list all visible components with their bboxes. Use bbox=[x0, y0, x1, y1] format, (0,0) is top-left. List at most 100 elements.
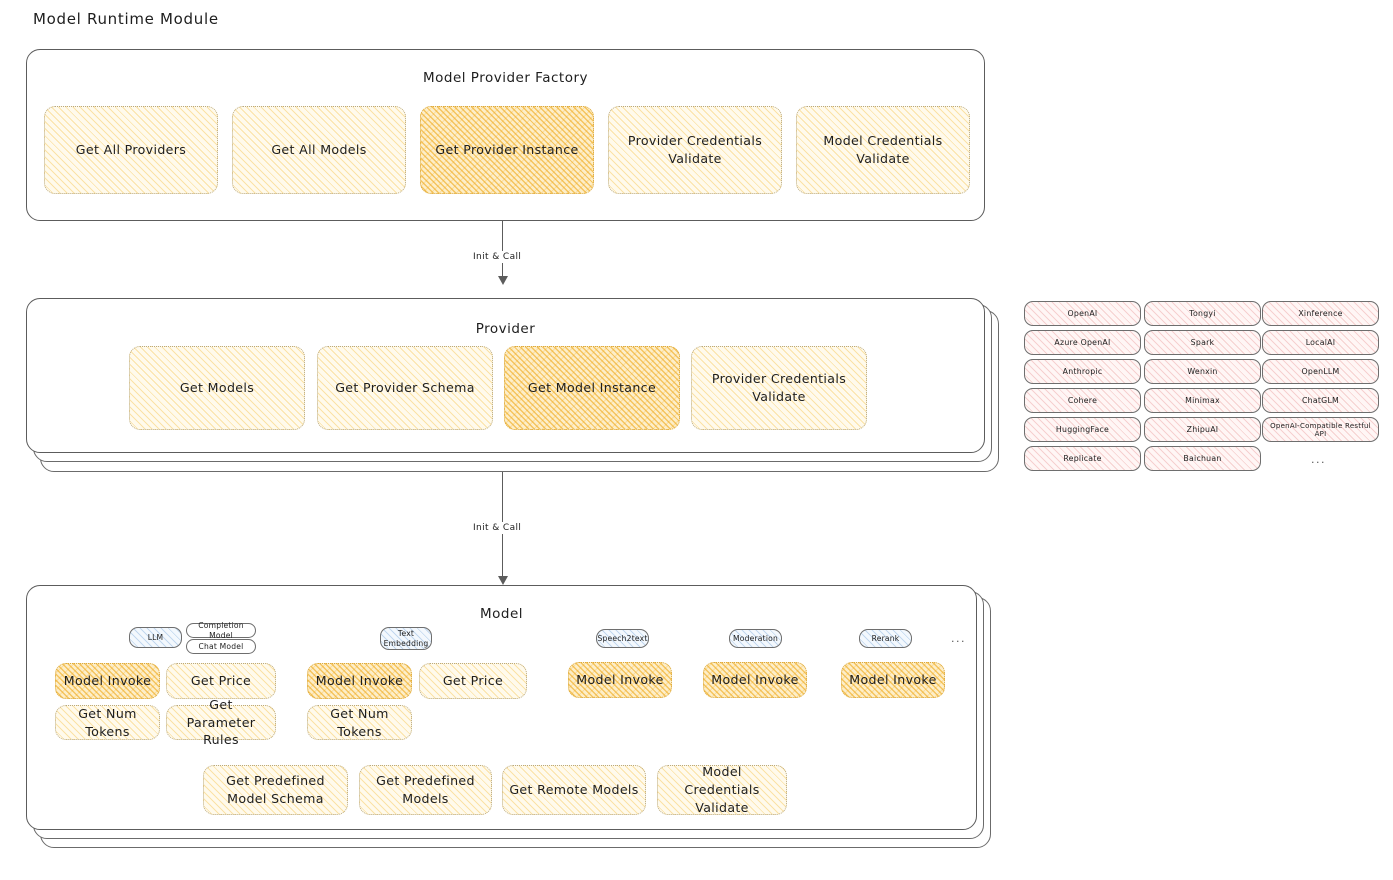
provider-chip-replicate[interactable]: Replicate bbox=[1024, 446, 1141, 471]
method-label: Get Predefined Models bbox=[376, 773, 475, 806]
model-type-pill-text-embedding[interactable]: Text Embedding bbox=[380, 627, 432, 650]
provider-chip-label: Azure OpenAI bbox=[1054, 338, 1111, 347]
provider-chip-openllm[interactable]: OpenLLM bbox=[1262, 359, 1379, 384]
method-label: Model Invoke bbox=[711, 672, 799, 688]
factory-item-label: Get Provider Instance bbox=[435, 142, 579, 158]
provider-chip-chatglm[interactable]: ChatGLM bbox=[1262, 388, 1379, 413]
method-label: Model Credentials Validate bbox=[684, 764, 760, 815]
method-label: Get Num Tokens bbox=[330, 705, 389, 739]
provider-chip-minimax[interactable]: Minimax bbox=[1144, 388, 1261, 413]
model-provider-factory-title: Model Provider Factory bbox=[422, 70, 588, 86]
factory-item-label: Get All Providers bbox=[75, 142, 187, 158]
text-embedding-method-get-price[interactable]: Get Price bbox=[419, 663, 527, 699]
provider-chip-anthropic[interactable]: Anthropic bbox=[1024, 359, 1141, 384]
provider-chip-label: LocalAI bbox=[1305, 338, 1336, 347]
factory-item-label: Model Credentials Validate bbox=[823, 133, 943, 166]
provider-chip-openai[interactable]: OpenAI bbox=[1024, 301, 1141, 326]
model-type-label: Moderation bbox=[733, 633, 779, 643]
provider-item-label: Get Model Instance bbox=[527, 380, 657, 396]
method-label: Model Invoke bbox=[63, 673, 152, 689]
method-label: Get Remote Models bbox=[509, 782, 639, 798]
factory-item-label: Provider Credentials Validate bbox=[627, 133, 763, 166]
llm-method-get-num-tokens[interactable]: Get Num Tokens bbox=[55, 705, 160, 740]
provider-chip-cohere[interactable]: Cohere bbox=[1024, 388, 1141, 413]
provider-chip-label: Xinference bbox=[1298, 309, 1343, 318]
provider-chip-label: ChatGLM bbox=[1301, 396, 1340, 405]
provider-chip-label: Replicate bbox=[1063, 454, 1102, 463]
model-shared-get-predefined-models[interactable]: Get Predefined Models bbox=[359, 765, 492, 815]
provider-chip-baichuan[interactable]: Baichuan bbox=[1144, 446, 1261, 471]
method-label: Get Price bbox=[190, 673, 252, 689]
text-embedding-method-get-num-tokens[interactable]: Get Num Tokens bbox=[307, 705, 412, 740]
model-shared-get-remote-models[interactable]: Get Remote Models bbox=[502, 765, 646, 815]
model-type-pill-llm[interactable]: LLM bbox=[129, 627, 182, 648]
rerank-method-model-invoke[interactable]: Model Invoke bbox=[841, 662, 945, 698]
page-title: Model Runtime Module bbox=[33, 10, 219, 28]
method-label: Model Invoke bbox=[849, 672, 937, 688]
method-label: Get Parameter Rules bbox=[186, 696, 256, 748]
provider-chip-azure-openai[interactable]: Azure OpenAI bbox=[1024, 330, 1141, 355]
provider-chip-spark[interactable]: Spark bbox=[1144, 330, 1261, 355]
factory-item-get-all-models[interactable]: Get All Models bbox=[232, 106, 406, 194]
model-type-label: Rerank bbox=[871, 633, 900, 643]
factory-item-get-all-providers[interactable]: Get All Providers bbox=[44, 106, 218, 194]
model-type-pill-speech2text[interactable]: Speech2text bbox=[596, 629, 649, 648]
factory-item-provider-credentials-validate[interactable]: Provider Credentials Validate bbox=[608, 106, 782, 194]
provider-list-more: ... bbox=[1311, 453, 1326, 466]
provider-item-provider-credentials-validate[interactable]: Provider Credentials Validate bbox=[691, 346, 867, 430]
provider-chip-label: ZhipuAI bbox=[1186, 425, 1219, 434]
model-subtype-pill-chat-model[interactable]: Chat Model bbox=[186, 639, 256, 654]
provider-chip-localai[interactable]: LocalAI bbox=[1262, 330, 1379, 355]
model-type-label: Text Embedding bbox=[383, 629, 429, 648]
model-shared-get-predefined-model-schema[interactable]: Get Predefined Model Schema bbox=[203, 765, 348, 815]
provider-title: Provider bbox=[475, 321, 536, 337]
llm-method-get-parameter-rules[interactable]: Get Parameter Rules bbox=[166, 697, 276, 747]
model-type-pill-moderation[interactable]: Moderation bbox=[729, 629, 782, 648]
provider-item-label: Get Models bbox=[179, 380, 255, 396]
provider-chip-label: Cohere bbox=[1067, 396, 1098, 405]
provider-chip-label: Wenxin bbox=[1187, 367, 1218, 376]
factory-item-model-credentials-validate[interactable]: Model Credentials Validate bbox=[796, 106, 970, 194]
provider-chip-xinference[interactable]: Xinference bbox=[1262, 301, 1379, 326]
method-label: Get Num Tokens bbox=[78, 705, 137, 739]
model-type-pill-rerank[interactable]: Rerank bbox=[859, 629, 912, 648]
provider-chip-openai-compatible-restful-api[interactable]: OpenAI-Compatible Restful API bbox=[1262, 417, 1379, 442]
provider-chip-label: HuggingFace bbox=[1055, 425, 1110, 434]
speech2text-method-model-invoke[interactable]: Model Invoke bbox=[568, 662, 672, 698]
method-label: Get Predefined Model Schema bbox=[226, 773, 325, 806]
model-subtype-label: Chat Model bbox=[198, 641, 244, 651]
provider-chip-huggingface[interactable]: HuggingFace bbox=[1024, 417, 1141, 442]
provider-chip-label: Tongyi bbox=[1189, 309, 1216, 318]
provider-chip-label: Baichuan bbox=[1183, 454, 1222, 463]
text-embedding-method-model-invoke[interactable]: Model Invoke bbox=[307, 663, 412, 699]
arrow-factory-to-provider-head bbox=[498, 276, 508, 285]
arrow-provider-to-model-label: Init & Call bbox=[469, 522, 526, 534]
provider-chip-label: OpenAI-Compatible Restful API bbox=[1270, 421, 1371, 438]
llm-method-model-invoke[interactable]: Model Invoke bbox=[55, 663, 160, 699]
moderation-method-model-invoke[interactable]: Model Invoke bbox=[703, 662, 807, 698]
arrow-factory-to-provider-label: Init & Call bbox=[469, 251, 526, 263]
provider-chip-label: Spark bbox=[1190, 338, 1215, 347]
method-label: Model Invoke bbox=[576, 672, 664, 688]
factory-item-get-provider-instance[interactable]: Get Provider Instance bbox=[420, 106, 594, 194]
provider-chip-label: Anthropic bbox=[1062, 367, 1103, 376]
model-shared-model-credentials-validate[interactable]: Model Credentials Validate bbox=[657, 764, 787, 815]
arrow-provider-to-model-head bbox=[498, 576, 508, 585]
provider-chip-label: OpenLLM bbox=[1301, 367, 1340, 376]
provider-item-label: Provider Credentials Validate bbox=[711, 371, 847, 404]
provider-chip-wenxin[interactable]: Wenxin bbox=[1144, 359, 1261, 384]
provider-item-get-provider-schema[interactable]: Get Provider Schema bbox=[317, 346, 493, 430]
provider-chip-label: OpenAI bbox=[1067, 309, 1098, 318]
llm-method-get-price[interactable]: Get Price bbox=[166, 663, 276, 699]
provider-item-get-model-instance[interactable]: Get Model Instance bbox=[504, 346, 680, 430]
method-label: Get Price bbox=[442, 673, 504, 689]
model-types-more: ... bbox=[951, 632, 966, 645]
model-subtype-pill-completion-model[interactable]: Completion Model bbox=[186, 621, 256, 640]
method-label: Model Invoke bbox=[315, 673, 404, 689]
model-type-label: Speech2text bbox=[597, 633, 648, 643]
provider-chip-zhipuai[interactable]: ZhipuAI bbox=[1144, 417, 1261, 442]
model-type-label: LLM bbox=[147, 632, 164, 642]
factory-item-label: Get All Models bbox=[271, 142, 367, 158]
provider-item-get-models[interactable]: Get Models bbox=[129, 346, 305, 430]
provider-chip-tongyi[interactable]: Tongyi bbox=[1144, 301, 1261, 326]
